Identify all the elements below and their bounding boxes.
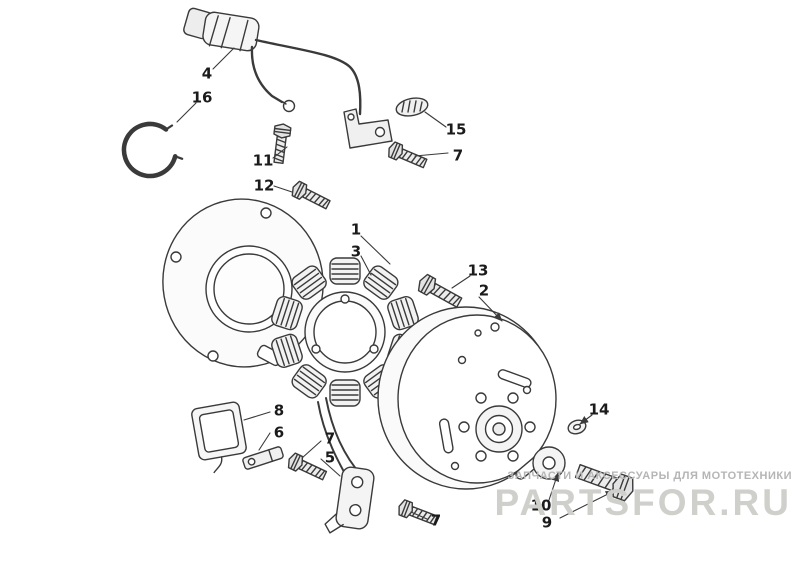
part-callout-9-16: 9 (541, 513, 553, 532)
snap-ring (124, 124, 182, 176)
ignition-coil (183, 7, 261, 52)
stator (269, 257, 421, 407)
part-callout-13-8: 13 (467, 261, 489, 280)
part-callout-16-1: 16 (191, 88, 213, 107)
leader-lines (177, 48, 614, 519)
part-callout-10-15: 10 (530, 496, 552, 515)
part-callout-4-0: 4 (201, 64, 213, 83)
part-callout-15-4: 15 (445, 120, 467, 139)
part-callout-8-11: 8 (273, 401, 285, 420)
bolt-12 (288, 179, 333, 213)
part-callout-2-9: 2 (478, 281, 490, 300)
coil-wires (252, 40, 360, 114)
flat-washer (533, 447, 565, 479)
ring-terminal (283, 101, 295, 112)
part-callout-7-17: 7 (430, 511, 442, 530)
coil-bracket (344, 109, 392, 148)
part-callout-11-2: 11 (252, 151, 274, 170)
part-callout-3-7: 3 (350, 242, 362, 261)
part-callout-7-13: 7 (324, 429, 336, 448)
part-callout-7-5: 7 (452, 146, 464, 165)
clamp-bracket (242, 446, 284, 470)
part-callout-14-10: 14 (588, 400, 610, 419)
bolt-13 (414, 272, 465, 312)
mount-pad (191, 401, 250, 474)
part-callout-12-3: 12 (253, 176, 275, 195)
flywheel-rotor (378, 307, 556, 489)
part-callout-5-14: 5 (324, 448, 336, 467)
grommet (395, 95, 430, 118)
pickup-coil-bracket (324, 465, 375, 538)
part-callout-6-12: 6 (273, 423, 285, 442)
bolt-7-mid (285, 451, 329, 484)
part-callout-1-6: 1 (350, 220, 362, 239)
